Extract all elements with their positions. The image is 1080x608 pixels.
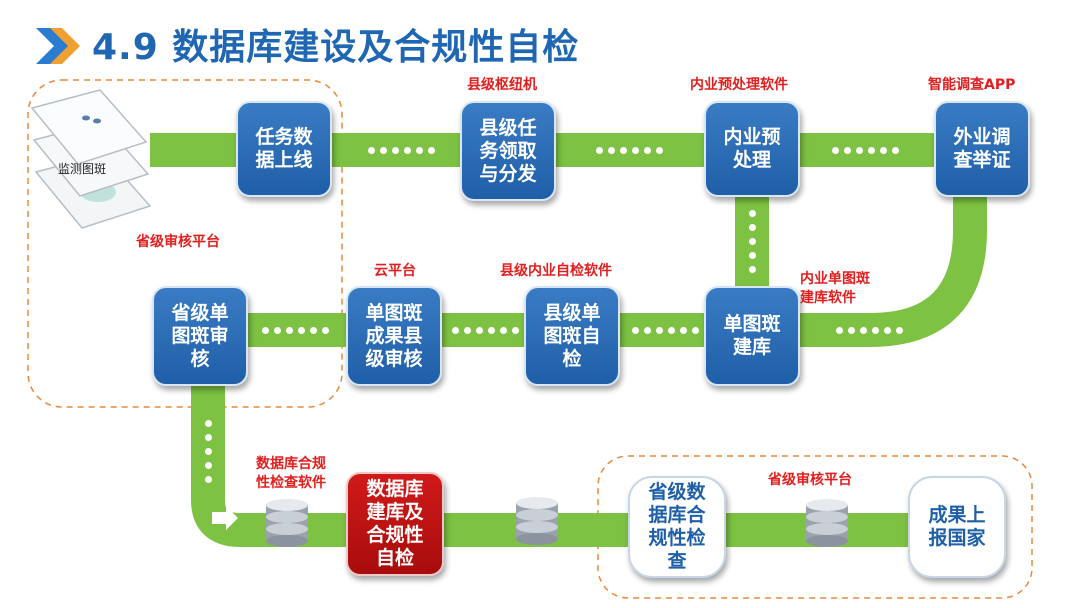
flow-dots bbox=[262, 327, 329, 334]
flow-dots bbox=[452, 327, 519, 334]
database-icon-1 bbox=[266, 499, 308, 547]
flow-dots bbox=[832, 147, 899, 154]
node-label: 省级单 图斑审 核 bbox=[171, 301, 229, 370]
layers-icon bbox=[30, 89, 152, 229]
label-province-platform-top: 省级审核平台 bbox=[136, 234, 220, 250]
node-field-survey: 外业调 查举证 bbox=[934, 101, 1030, 197]
label-survey-app: 智能调查APP bbox=[928, 77, 1016, 93]
node-label: 数据库 建库及 合规性 自检 bbox=[366, 478, 424, 569]
arrow-right-icon bbox=[212, 506, 238, 530]
flow-dots bbox=[368, 147, 435, 154]
node-label: 任务数 据上线 bbox=[255, 126, 313, 171]
node-county-review: 单图斑 成果县 级审核 bbox=[346, 286, 442, 386]
node-internal-preprocess: 内业预 处理 bbox=[704, 101, 800, 197]
node-label: 省级数 据库合 规性检 查 bbox=[648, 481, 706, 572]
label-cloud-platform: 云平台 bbox=[374, 263, 416, 279]
label-db-check-software: 数据库合规 性检查软件 bbox=[256, 456, 326, 491]
layers-label: 监测图斑 bbox=[58, 162, 107, 176]
node-province-db-check: 省级数 据库合 规性检 查 bbox=[628, 476, 726, 578]
label-build-software: 内业单图斑 建库软件 bbox=[800, 271, 870, 306]
node-label: 成果上 报国家 bbox=[928, 504, 986, 549]
node-label: 单图斑 建库 bbox=[723, 313, 781, 358]
node-report-state: 成果上 报国家 bbox=[908, 476, 1006, 578]
flow-dots bbox=[632, 327, 699, 334]
title-chevron-icon bbox=[36, 28, 80, 64]
node-build-db: 单图斑 建库 bbox=[704, 286, 800, 386]
database-icon-2 bbox=[516, 497, 558, 545]
database-icon-3 bbox=[806, 499, 848, 547]
flow-dots-vertical bbox=[749, 210, 756, 273]
node-task-online: 任务数 据上线 bbox=[236, 101, 332, 197]
flow-dots bbox=[836, 327, 903, 334]
node-label: 县级单 图斑自 检 bbox=[543, 301, 601, 370]
node-county-check: 县级单 图斑自 检 bbox=[524, 286, 620, 386]
label-province-platform-bottom: 省级审核平台 bbox=[768, 472, 852, 488]
node-label: 县级任 务领取 与分发 bbox=[479, 116, 537, 185]
flow-dots bbox=[596, 147, 663, 154]
label-pre-software: 内业预处理软件 bbox=[690, 77, 788, 93]
node-db-compliance: 数据库 建库及 合规性 自检 bbox=[346, 472, 444, 576]
node-county-task: 县级任 务领取 与分发 bbox=[460, 101, 556, 201]
node-label: 内业预 处理 bbox=[723, 126, 781, 171]
node-province-review: 省级单 图斑审 核 bbox=[152, 286, 248, 386]
page-title: 4.9 数据库建设及合规性自检 bbox=[92, 27, 580, 68]
label-county-check-software: 县级内业自检软件 bbox=[500, 263, 612, 279]
flow-right-curve bbox=[190, 150, 987, 347]
flow-dots-vertical bbox=[205, 420, 212, 483]
province-platform-region bbox=[27, 79, 343, 408]
label-county-hub: 县级枢纽机 bbox=[467, 77, 537, 93]
node-label: 单图斑 成果县 级审核 bbox=[365, 301, 423, 370]
node-label: 外业调 查举证 bbox=[953, 126, 1011, 171]
